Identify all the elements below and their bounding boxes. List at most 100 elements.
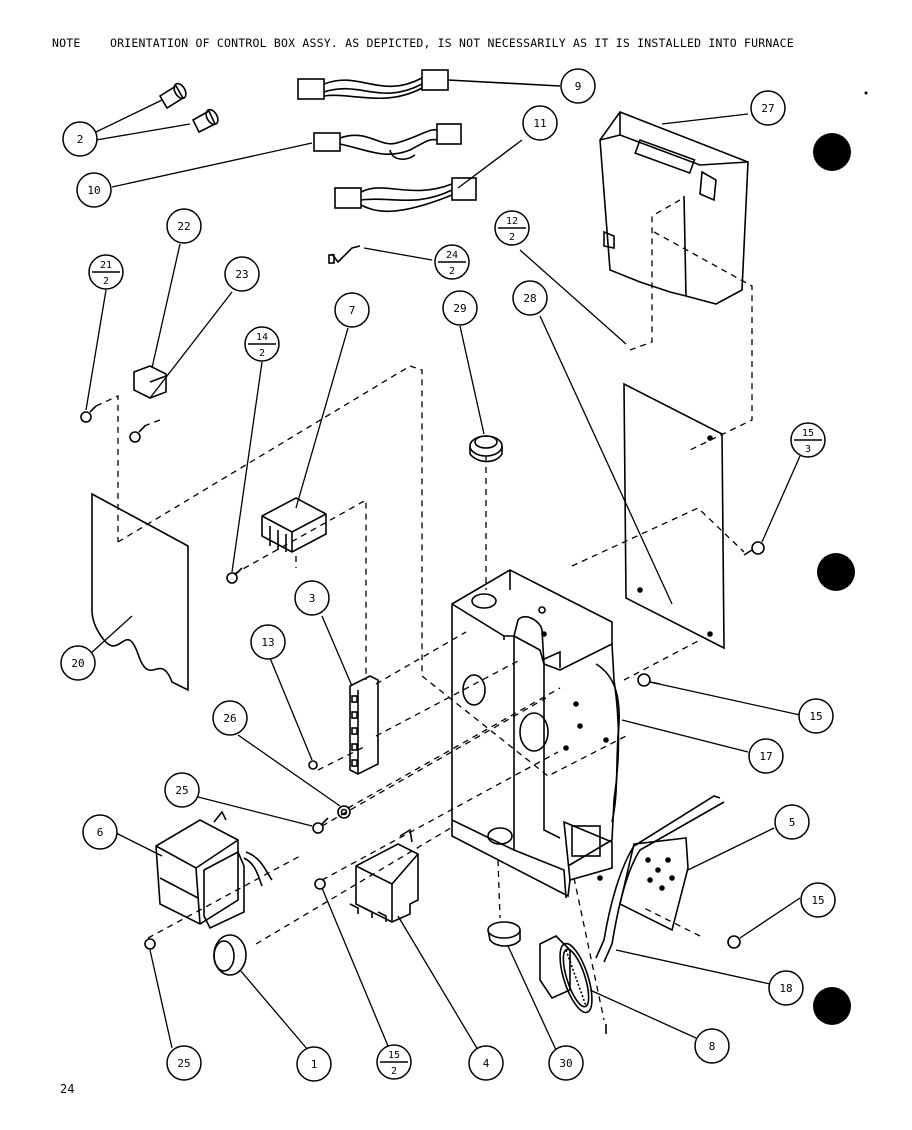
svg-text:23: 23 — [235, 268, 248, 281]
svg-text:27: 27 — [761, 102, 774, 115]
leader-lines — [85, 99, 801, 1051]
part-6-transformer — [155, 810, 273, 930]
callout-15-over-3: 153 — [790, 422, 826, 458]
part-20-cover-panel — [91, 492, 189, 692]
part-18-rod — [595, 795, 725, 963]
svg-text:15: 15 — [809, 710, 822, 723]
callout-15a: 15 — [798, 698, 834, 734]
callout-17: 17 — [748, 738, 784, 774]
svg-text:28: 28 — [523, 292, 536, 305]
part-2-caps — [158, 82, 219, 134]
svg-text:10: 10 — [87, 184, 100, 197]
screw-25b — [144, 938, 156, 950]
svg-text:30: 30 — [559, 1057, 572, 1070]
svg-text:18: 18 — [779, 982, 792, 995]
callout-28: 28 — [512, 280, 548, 316]
svg-text:2: 2 — [77, 133, 84, 146]
part-22-switch — [133, 365, 167, 399]
svg-text:2: 2 — [259, 348, 265, 359]
callout-21-over-2: 212 — [88, 254, 124, 290]
screw-23 — [129, 425, 146, 443]
svg-text:6: 6 — [97, 826, 104, 839]
part-28-back-plate — [623, 382, 725, 650]
note-label: NOTE — [52, 36, 81, 50]
svg-text:20: 20 — [71, 657, 84, 670]
part-3-terminal-strip — [349, 675, 379, 775]
callout-8: 8 — [694, 1028, 730, 1064]
registration-dot-top — [813, 133, 851, 171]
callout-24-over-2: 242 — [434, 244, 470, 280]
callout-15-over-2: 152 — [376, 1044, 412, 1080]
callout-25a: 25 — [164, 772, 200, 808]
svg-text:8: 8 — [709, 1040, 716, 1053]
callout-29: 29 — [442, 290, 478, 326]
screw-14 — [226, 567, 243, 584]
svg-text:7: 7 — [349, 304, 356, 317]
part-1-grommet — [213, 934, 247, 976]
svg-text:2: 2 — [449, 266, 455, 277]
part-27-control-board — [599, 111, 749, 305]
svg-text:2: 2 — [509, 232, 515, 243]
screw-15-2 — [314, 878, 326, 890]
svg-text:14: 14 — [256, 332, 268, 343]
svg-text:17: 17 — [759, 750, 772, 763]
callout-5: 5 — [774, 804, 810, 840]
callout-10: 10 — [76, 172, 112, 208]
svg-text:26: 26 — [223, 712, 236, 725]
svg-text:3: 3 — [805, 444, 811, 455]
callout-1: 1 — [296, 1046, 332, 1082]
registration-dot-bottom — [813, 987, 851, 1025]
svg-text:21: 21 — [100, 260, 112, 271]
svg-text:5: 5 — [789, 816, 796, 829]
callout-6: 6 — [82, 814, 118, 850]
svg-text:15: 15 — [811, 894, 824, 907]
screw-15-3 — [743, 541, 765, 556]
callout-13: 13 — [250, 624, 286, 660]
part-10-harness — [313, 123, 462, 160]
assembly-dashed-lines — [95, 199, 753, 1021]
svg-text:29: 29 — [453, 302, 466, 315]
callout-25b: 25 — [166, 1045, 202, 1081]
callout-4: 4 — [468, 1045, 504, 1081]
screw-15b — [727, 935, 741, 949]
svg-text:4: 4 — [483, 1057, 490, 1070]
callout-26: 26 — [212, 700, 248, 736]
control-box-housing — [451, 569, 620, 899]
callout-11: 11 — [522, 105, 558, 141]
callout-3: 3 — [294, 580, 330, 616]
part-30-plug — [487, 921, 521, 947]
svg-text:13: 13 — [261, 636, 274, 649]
screw-25a — [312, 817, 329, 834]
svg-text:11: 11 — [533, 117, 546, 130]
svg-text:12: 12 — [506, 216, 518, 227]
screw-15a — [637, 673, 661, 687]
svg-text:25: 25 — [177, 1057, 190, 1070]
callout-12-over-2: 122 — [494, 210, 530, 246]
svg-text:9: 9 — [575, 80, 582, 93]
svg-text:15: 15 — [802, 428, 814, 439]
svg-text:24: 24 — [446, 250, 458, 261]
callout-balloons: 2 9 10 11 27 212 22 23 122 242 142 7 29 … — [60, 68, 836, 1082]
svg-text:2: 2 — [103, 276, 109, 287]
part-11-harness — [334, 177, 477, 213]
svg-text:25: 25 — [175, 784, 188, 797]
svg-text:15: 15 — [388, 1050, 400, 1061]
callout-7: 7 — [334, 292, 370, 328]
callout-23: 23 — [224, 256, 260, 292]
screw-21 — [80, 405, 97, 423]
callout-14-over-2: 142 — [244, 326, 280, 362]
part-17-cable — [595, 663, 620, 823]
part-4-relay — [349, 828, 419, 923]
callout-15b: 15 — [800, 882, 836, 918]
callout-30: 30 — [548, 1045, 584, 1081]
callout-9: 9 — [560, 68, 596, 104]
part-9-harness — [297, 69, 561, 100]
callout-20: 20 — [60, 645, 96, 681]
note-text: ORIENTATION OF CONTROL BOX ASSY. AS DEPI… — [110, 36, 794, 50]
part-24-wire — [328, 245, 361, 264]
page-number: 24 — [60, 1082, 75, 1096]
callout-2: 2 — [62, 121, 98, 157]
screw-26 — [337, 805, 351, 819]
